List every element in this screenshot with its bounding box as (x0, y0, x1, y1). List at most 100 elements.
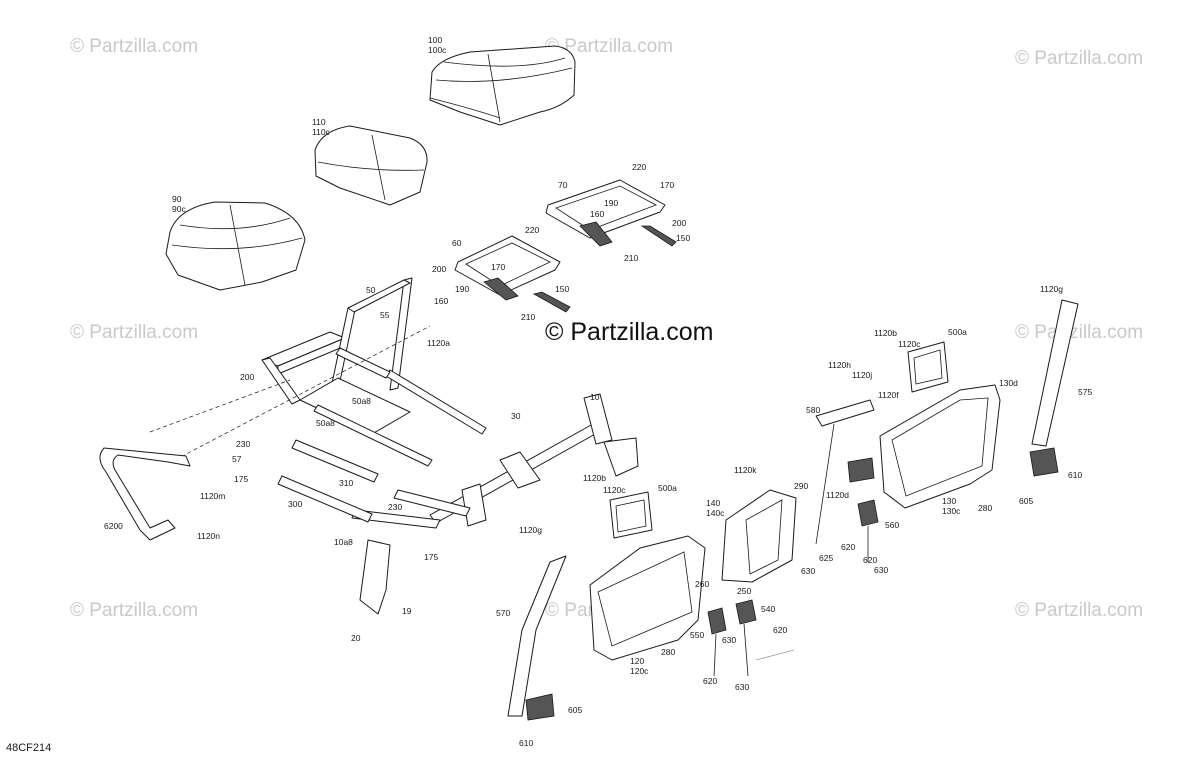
part-label: 100 (428, 35, 443, 45)
part-label: 57 (232, 454, 242, 464)
seat-slider-frame-60[interactable] (454, 235, 571, 313)
part-label: 1120b (874, 328, 898, 338)
seat-back-130[interactable] (879, 384, 1001, 509)
part-label: 570 (496, 608, 511, 618)
anchor-cable (755, 649, 795, 661)
grab-bar-6200[interactable] (99, 447, 191, 541)
part-label: 55 (380, 310, 390, 320)
part-label: 175 (234, 474, 249, 484)
part-label: 610 (1068, 470, 1083, 480)
part-label: 160 (434, 296, 449, 306)
part-label: 150 (555, 284, 570, 294)
part-label: 110 (312, 117, 326, 127)
headrest-500a-right[interactable] (907, 341, 949, 393)
part-label: 200 (240, 372, 255, 382)
part-label: 250 (737, 586, 752, 596)
seat-slider-frame-70[interactable] (545, 179, 677, 247)
part-label: 1120g (519, 525, 543, 535)
part-label: 1120g (1040, 284, 1064, 294)
buckle-540[interactable] (735, 599, 757, 677)
watermark: © Partzilla.com (70, 322, 199, 343)
part-label: 19 (402, 606, 412, 616)
part-label: 20 (351, 633, 361, 643)
part-label: 120 (630, 656, 645, 666)
part-label: 200 (432, 264, 447, 274)
watermark: © Partzilla.com (545, 36, 674, 57)
part-label: 560 (885, 520, 900, 530)
part-label: 150 (676, 233, 691, 243)
part-label: 630 (722, 635, 737, 645)
seat-back-120[interactable] (589, 535, 706, 661)
part-label: 110c (312, 127, 330, 137)
part-label: 575 (1078, 387, 1093, 397)
seat-cushion-110[interactable] (314, 125, 428, 206)
watermark: © Partzilla.com (1015, 48, 1144, 69)
part-label: 6200 (104, 521, 123, 531)
part-label: 130 (942, 496, 957, 506)
seat-cushion-90[interactable] (165, 201, 306, 291)
part-label: 630 (735, 682, 750, 692)
part-label: 630 (801, 566, 816, 576)
assembly-guide-line (149, 379, 291, 433)
part-label: 10a8 (334, 537, 353, 547)
seat-cushion-100[interactable] (429, 45, 576, 126)
diagram-code: 48CF214 (6, 742, 52, 754)
slider-rail-300[interactable] (277, 475, 373, 523)
part-label: 50a8 (352, 396, 371, 406)
bracket-10a8[interactable] (351, 509, 441, 615)
seat-base-frame-50[interactable] (261, 277, 487, 467)
part-label: 140 (706, 498, 721, 508)
buckle-560[interactable] (857, 499, 879, 562)
part-label: 300 (288, 499, 303, 509)
part-label: 1120f (878, 390, 899, 400)
part-label: 130c (942, 506, 961, 516)
buckle-550[interactable] (707, 607, 727, 677)
headrest-500a-left[interactable] (609, 491, 653, 539)
part-label: 120c (630, 666, 649, 676)
part-label: 1120a (427, 338, 451, 348)
part-label: 605 (568, 705, 583, 715)
seat-belt-580[interactable] (815, 399, 875, 545)
part-label: 1120c (898, 339, 921, 349)
slider-rail-310[interactable] (291, 439, 379, 483)
part-label: 1120n (197, 531, 221, 541)
part-label: 630 (874, 565, 889, 575)
part-label: 580 (806, 405, 821, 415)
part-label: 170 (660, 180, 675, 190)
part-label: 220 (525, 225, 540, 235)
part-label: 190 (455, 284, 470, 294)
seat-belt-575[interactable] (1029, 299, 1079, 477)
part-label: 100c (428, 45, 447, 55)
part-label: 30 (511, 411, 521, 421)
part-label: 210 (521, 312, 536, 322)
part-label: 90c (172, 204, 186, 214)
part-label: 1120k (734, 465, 757, 475)
part-label: 620 (863, 555, 878, 565)
part-label: 175 (424, 552, 439, 562)
watermark: © Partzilla.com (70, 36, 199, 57)
part-label: 1120b (583, 473, 607, 483)
part-label: 220 (632, 162, 647, 172)
part-label: 290 (794, 481, 809, 491)
part-label: 1120j (852, 370, 873, 380)
seat-back-140[interactable] (721, 489, 797, 583)
part-label: 500a (948, 327, 967, 337)
assembly-guide-line (174, 325, 431, 461)
watermark: © Partzilla.com (70, 600, 199, 621)
part-label: 60 (452, 238, 462, 248)
part-label: 1120d (826, 490, 850, 500)
part-label: 230 (388, 502, 403, 512)
seat-support-frame-10[interactable] (393, 393, 639, 527)
part-label: 1120c (603, 485, 626, 495)
watermark: © Partzilla.com (1015, 600, 1144, 621)
part-label: 620 (773, 625, 788, 635)
part-label: 280 (978, 503, 993, 513)
part-label: 625 (819, 553, 834, 563)
part-label: 70 (558, 180, 568, 190)
part-label: 200 (672, 218, 687, 228)
part-label: 50a8 (316, 418, 335, 428)
watermark-main: © Partzilla.com (545, 318, 714, 346)
part-label: 1120m (200, 491, 226, 501)
seat-belt-570[interactable] (507, 555, 567, 721)
part-label: 310 (339, 478, 354, 488)
